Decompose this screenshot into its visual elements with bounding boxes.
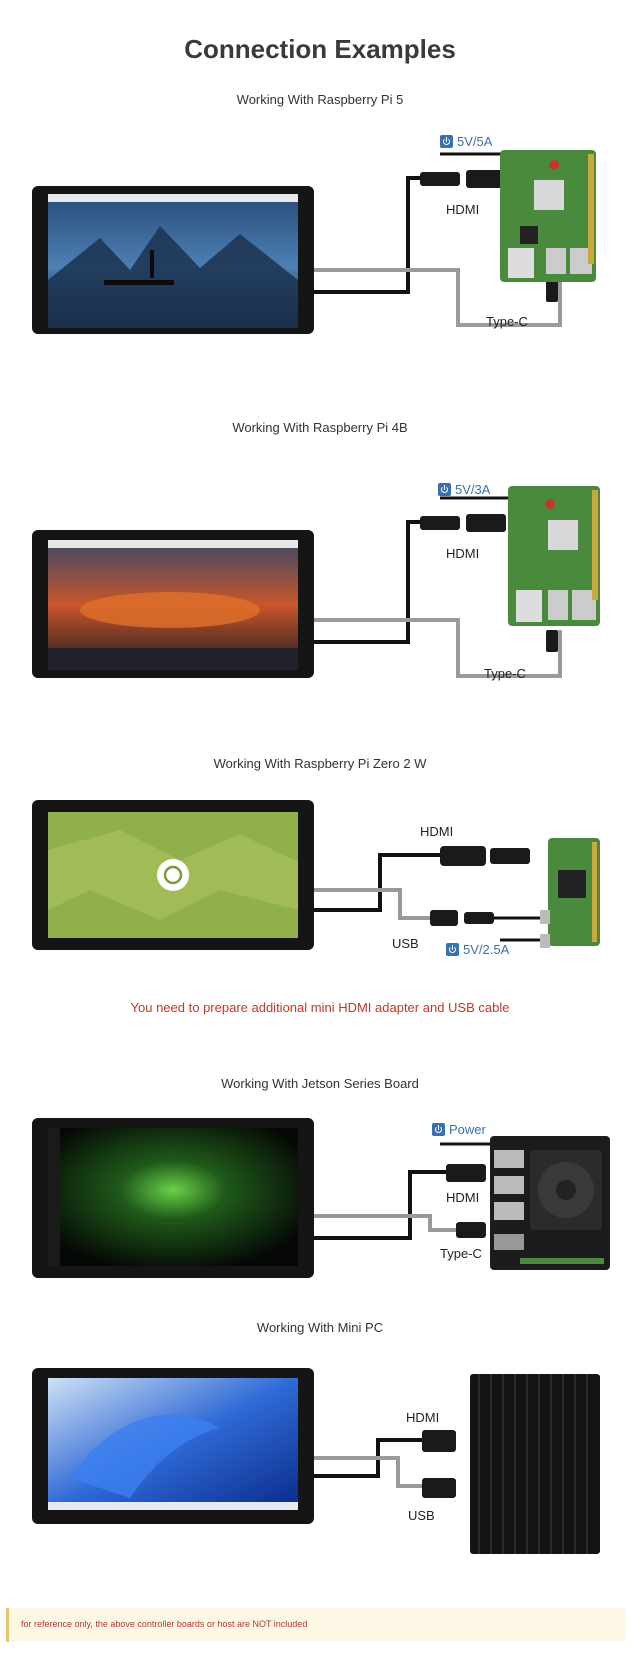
diagram-minipc: HDMI USB — [0, 1358, 640, 1568]
power-icon — [432, 1123, 445, 1136]
diagram-pi4b-graphic — [32, 486, 600, 678]
hdmi-connector — [420, 172, 460, 186]
hdmi-label-jetson: HDMI — [446, 1190, 480, 1205]
power-label-pi4b: 5V/3A — [438, 482, 490, 497]
typec-label-jetson: Type-C — [440, 1246, 482, 1261]
section-title-zero2w: Working With Raspberry Pi Zero 2 W — [213, 756, 427, 771]
hdmi-label-minipc: HDMI — [406, 1410, 440, 1425]
diagram-minipc-graphic — [32, 1368, 600, 1554]
usb-label-zero2w: USB — [392, 936, 419, 951]
hdmi-label-zero2w: HDMI — [420, 824, 454, 839]
diagram-jetson-graphic — [32, 1118, 610, 1278]
usb-cable — [314, 1456, 422, 1488]
page-title: Connection Examples — [184, 34, 456, 64]
hdmi-connector — [420, 516, 460, 530]
power-icon — [438, 483, 451, 496]
hdmi-cable — [314, 853, 440, 912]
diagram-pi5: 5V/5A HDMI Type-C — [0, 130, 640, 360]
power-label-jetson: Power — [432, 1122, 486, 1137]
section-title-minipc: Working With Mini PC — [256, 1320, 384, 1335]
typec-cable — [314, 1214, 456, 1232]
footer-text: for reference only, the above controller… — [21, 1619, 308, 1629]
diagram-jetson: Power HDMI Type-C — [0, 1110, 640, 1290]
adapter-note: You need to prepare additional mini HDMI… — [130, 1000, 510, 1015]
hdmi-connector — [422, 1430, 456, 1452]
hdmi-connector — [446, 1164, 486, 1182]
section-title-pi5: Working With Raspberry Pi 5 — [236, 92, 404, 107]
diagram-pi5-graphic — [32, 150, 596, 334]
hdmi-label-pi4b: HDMI — [446, 546, 480, 561]
usb-label-minipc: USB — [408, 1508, 435, 1523]
typec-label-pi5: Type-C — [486, 314, 528, 329]
hdmi-cable — [314, 176, 420, 294]
mini-hdmi-adapter — [440, 846, 486, 866]
diagram-zero2w-graphic — [32, 800, 600, 950]
typec-cable — [314, 618, 562, 678]
typec-label-pi4b: Type-C — [484, 666, 526, 681]
power-label-zero2w: 5V/2.5A — [446, 942, 509, 957]
section-title-pi4b: Working With Raspberry Pi 4B — [232, 420, 408, 435]
usb-cable — [314, 888, 430, 920]
power-icon — [440, 135, 453, 148]
diagram-pi4b: 5V/3A HDMI Type-C — [0, 460, 640, 690]
typec-cable — [314, 268, 562, 327]
hdmi-label-pi5: HDMI — [446, 202, 480, 217]
hdmi-cable — [314, 520, 420, 644]
display-screen — [48, 1128, 298, 1266]
hdmi-cable — [314, 1170, 450, 1240]
diagram-zero2w: HDMI USB 5V/2.5A — [0, 790, 640, 970]
power-label-pi5: 5V/5A — [440, 134, 492, 149]
power-icon — [446, 943, 459, 956]
mini-pc — [470, 1374, 600, 1554]
footer-disclaimer: for reference only, the above controller… — [6, 1608, 626, 1642]
section-title-jetson: Working With Jetson Series Board — [221, 1076, 419, 1091]
